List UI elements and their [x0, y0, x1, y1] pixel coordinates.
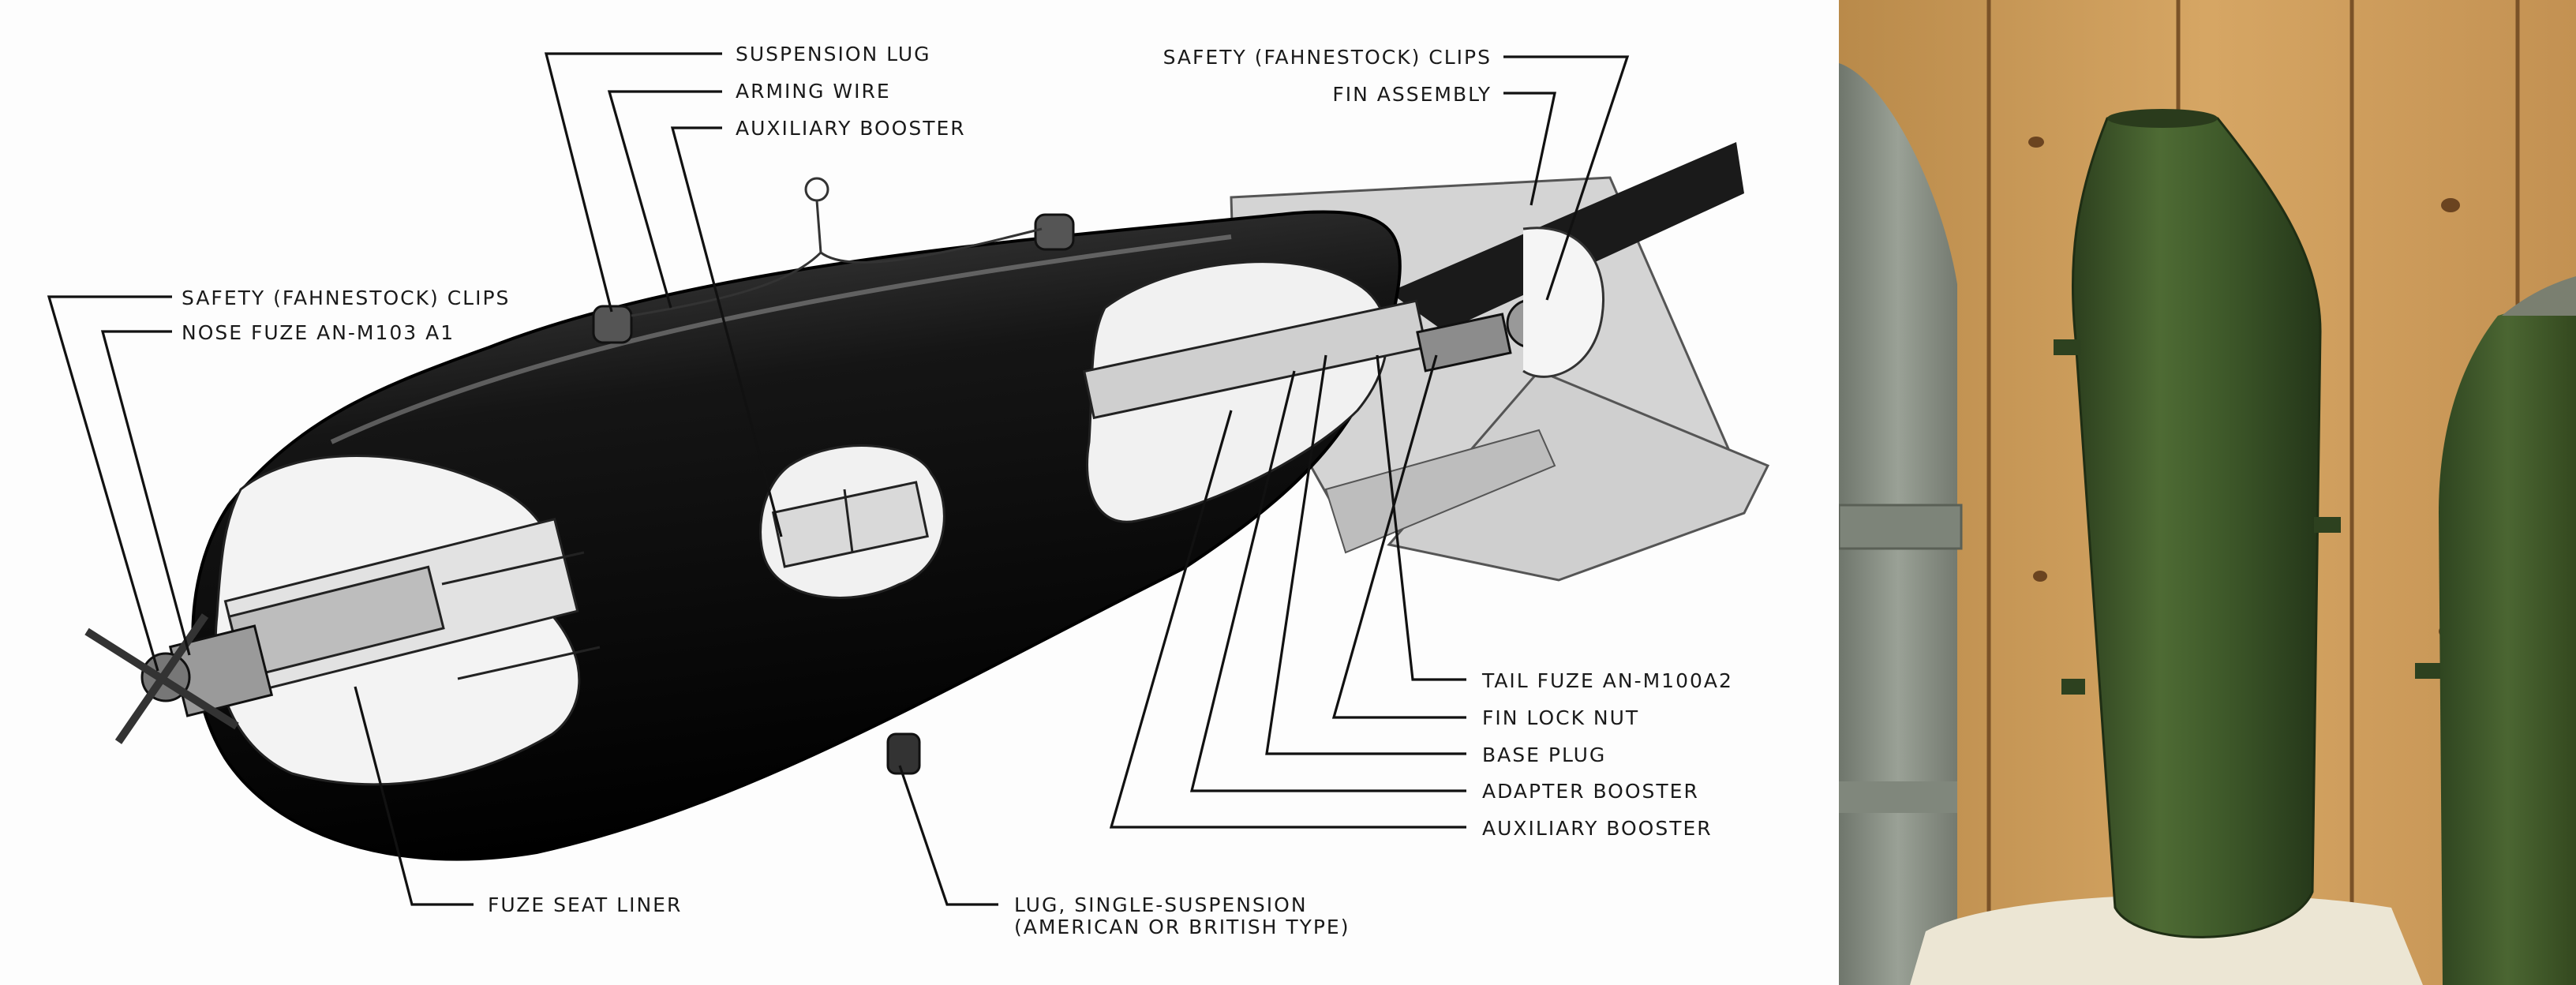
label-base-plug: BASE PLUG	[1482, 743, 1606, 766]
label-tail-fuze: TAIL FUZE AN-M100A2	[1481, 669, 1733, 692]
suspension-lugs	[592, 177, 1075, 775]
green-bomb-right	[2415, 276, 2576, 985]
tail-cutaway	[1082, 227, 1604, 523]
bomb-cutaway-diagram: SUSPENSION LUG ARMING WIRE AUXILIARY BOO…	[47, 43, 1770, 938]
label-auxiliary-booster-top: AUXILIARY BOOSTER	[736, 117, 966, 140]
label-fin-lock-nut: FIN LOCK NUT	[1482, 706, 1639, 729]
nose-fuze-shape	[84, 613, 274, 744]
label-nose-fuze: NOSE FUZE AN-M103 A1	[182, 321, 455, 344]
grey-casing-left	[1839, 63, 1963, 985]
label-auxiliary-booster-bottom: AUXILIARY BOOSTER	[1482, 817, 1713, 840]
label-fuze-seat-liner: FUZE SEAT LINER	[488, 893, 682, 916]
pedestal	[1910, 894, 2423, 985]
label-suspension-lug: SUSPENSION LUG	[736, 43, 931, 66]
label-lug-single-line2: (AMERICAN OR BRITISH TYPE)	[1014, 916, 1350, 938]
museum-bomb-photo	[1839, 0, 2576, 985]
label-safety-clips-tail: SAFETY (FAHNESTOCK) CLIPS	[1163, 46, 1492, 69]
label-adapter-booster: ADAPTER BOOSTER	[1482, 780, 1699, 803]
green-bomb-center	[2054, 109, 2341, 938]
leader-lines	[47, 52, 1630, 906]
label-arming-wire: ARMING WIRE	[736, 80, 891, 103]
callout-labels: SUSPENSION LUG ARMING WIRE AUXILIARY BOO…	[182, 43, 1733, 938]
label-fin-assembly: FIN ASSEMBLY	[1332, 83, 1492, 106]
label-safety-clips-nose: SAFETY (FAHNESTOCK) CLIPS	[182, 287, 510, 309]
middle-cutaway	[759, 444, 945, 599]
label-lug-single-line1: LUG, SINGLE-SUSPENSION	[1014, 893, 1308, 916]
